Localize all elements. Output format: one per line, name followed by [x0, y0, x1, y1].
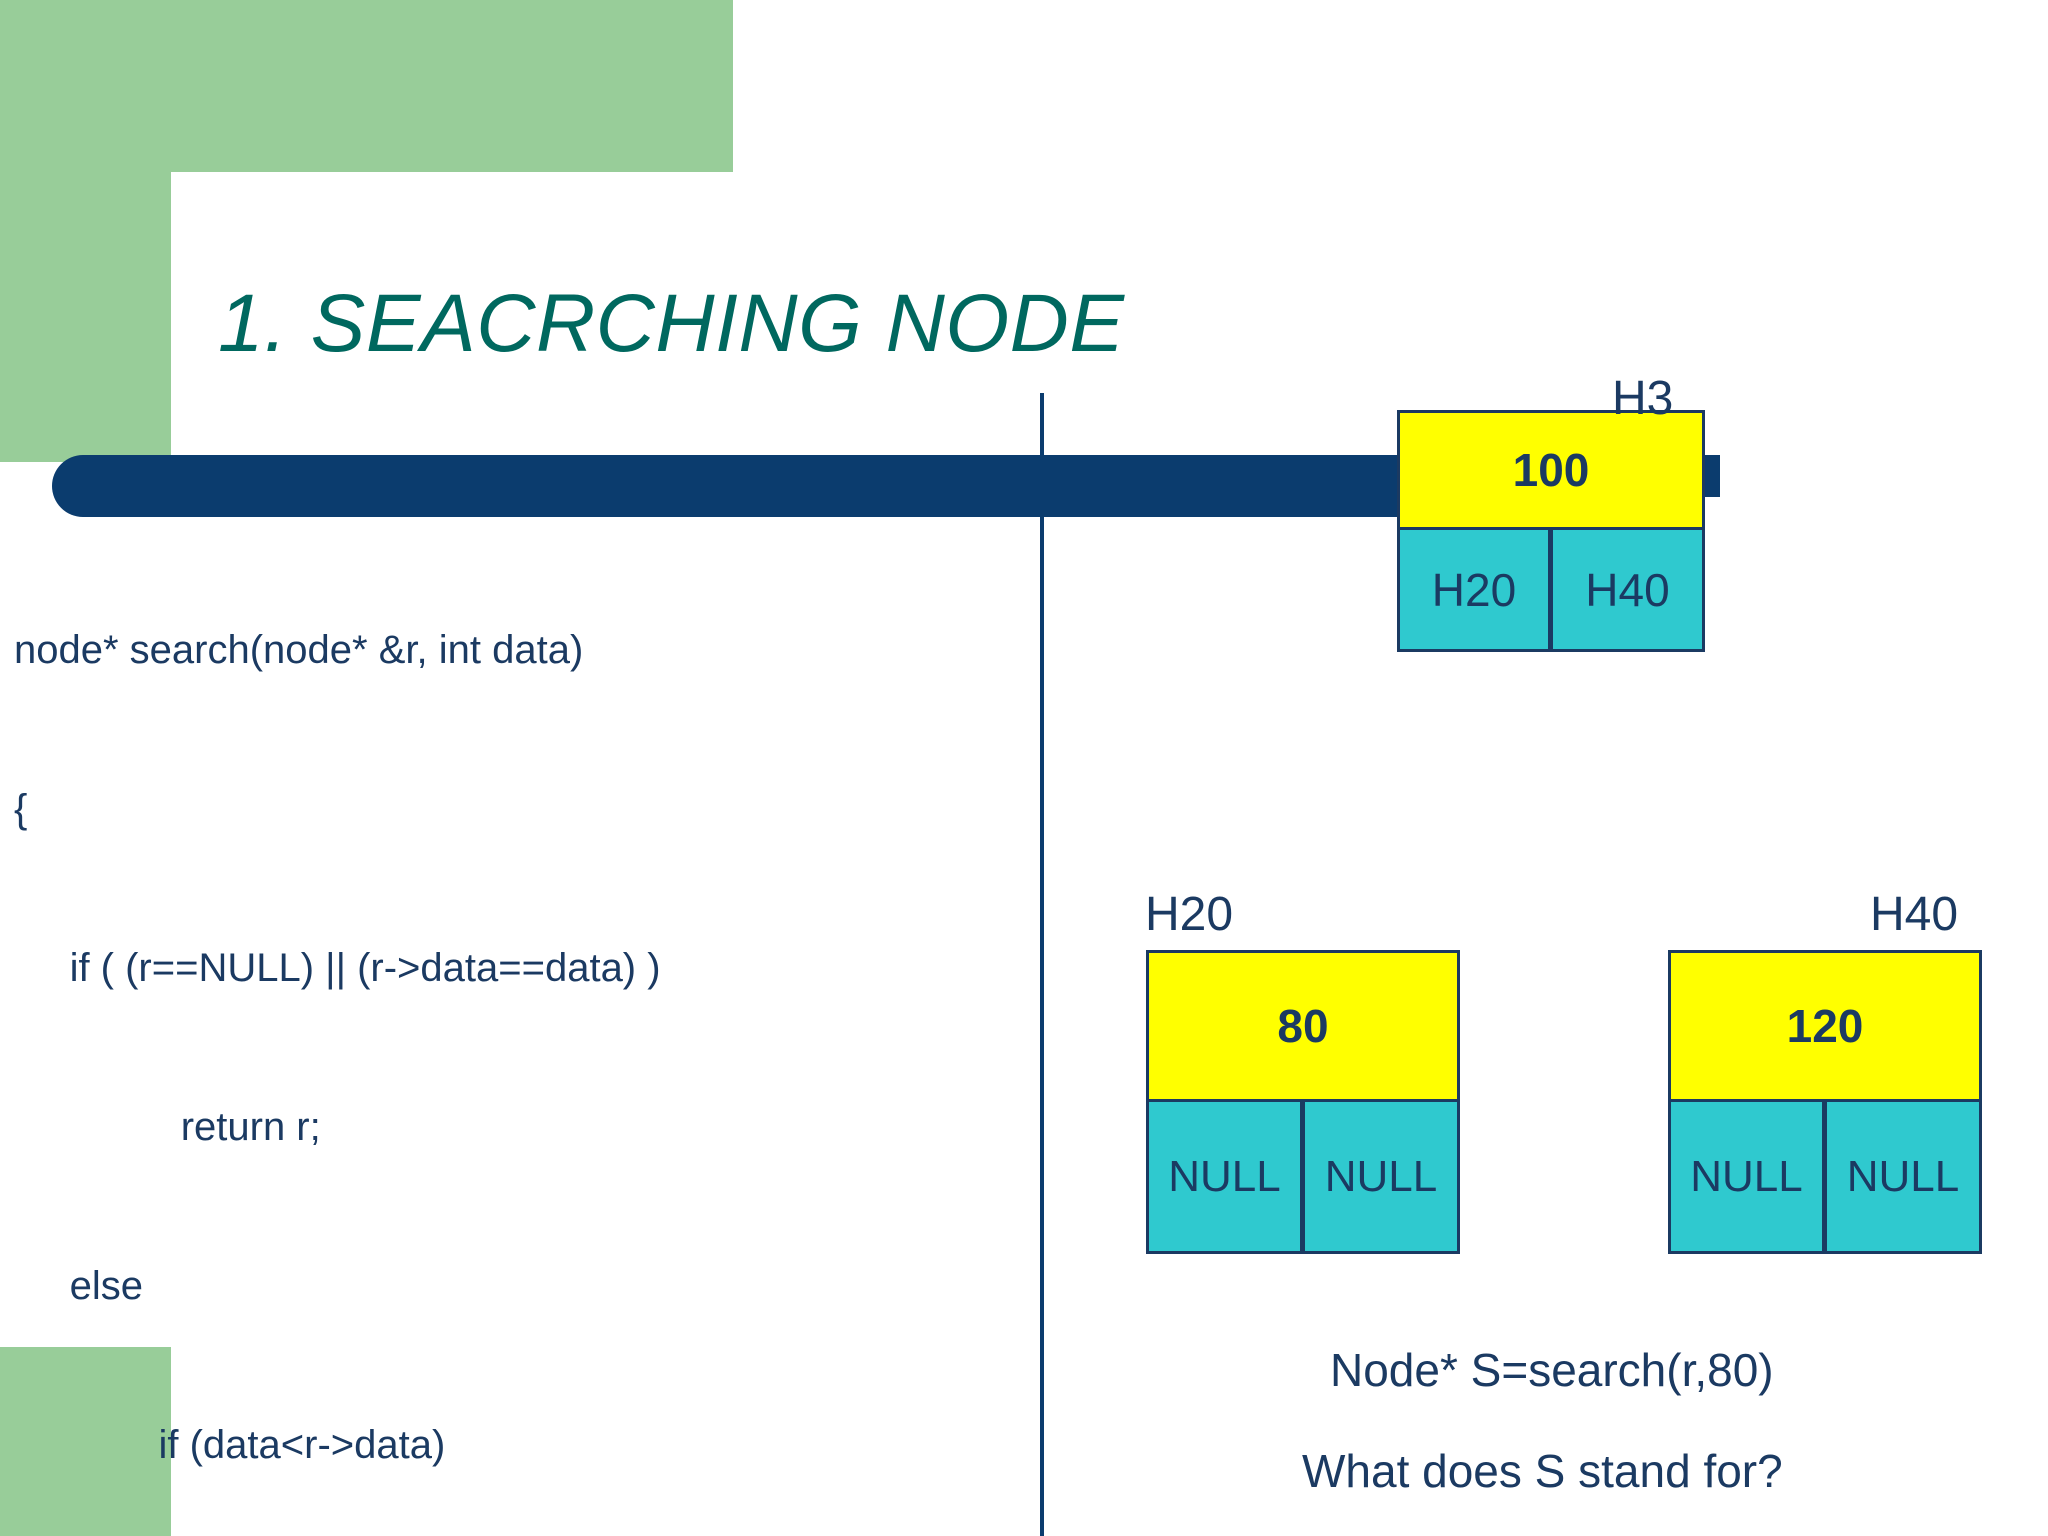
node-left-pointer: NULL	[1146, 1099, 1303, 1254]
code-line: if ( (r==NULL) || (r->data==data) )	[14, 946, 661, 990]
node-right-pointer: H40	[1551, 527, 1705, 652]
node-pointer-row: H20 H40	[1397, 527, 1705, 652]
bst-node-h40: 120 NULL NULL	[1668, 950, 1982, 1254]
node-right-pointer: NULL	[1303, 1099, 1460, 1254]
search-call-text: Node* S=search(r,80)	[1330, 1344, 1774, 1396]
node-data-cell: 100	[1397, 410, 1705, 530]
code-line: return r;	[14, 1105, 321, 1149]
code-listing: node* search(node* &r, int data) { if ( …	[14, 518, 1004, 1536]
question-prompt-text: What does S stand for?	[1302, 1445, 1783, 1497]
code-line: {	[14, 787, 28, 831]
green-block-bottom	[0, 1347, 171, 1536]
green-block-left	[0, 172, 171, 462]
node-label-h40: H40	[1870, 888, 1959, 941]
slide-title: 1. SEACRCHING NODE	[218, 278, 1125, 369]
vertical-divider	[1040, 393, 1044, 1536]
white-rounded-panel	[171, 172, 771, 462]
node-pointer-row: NULL NULL	[1146, 1099, 1460, 1254]
node-label-h20: H20	[1145, 888, 1234, 941]
bst-node-h20: 80 NULL NULL	[1146, 950, 1460, 1254]
node-label-h3: H3	[1612, 372, 1674, 425]
node-data-cell: 80	[1146, 950, 1460, 1102]
code-line: else	[14, 1264, 143, 1308]
bst-node-h3: 100 H20 H40	[1397, 410, 1705, 652]
green-block-top	[0, 0, 733, 172]
node-pointer-row: NULL NULL	[1668, 1099, 1982, 1254]
node-left-pointer: H20	[1397, 527, 1551, 652]
code-line: node* search(node* &r, int data)	[14, 628, 584, 672]
node-left-pointer: NULL	[1668, 1099, 1825, 1254]
node-data-cell: 120	[1668, 950, 1982, 1102]
code-line: if (data<r->data)	[14, 1423, 446, 1467]
node-right-pointer: NULL	[1825, 1099, 1982, 1254]
